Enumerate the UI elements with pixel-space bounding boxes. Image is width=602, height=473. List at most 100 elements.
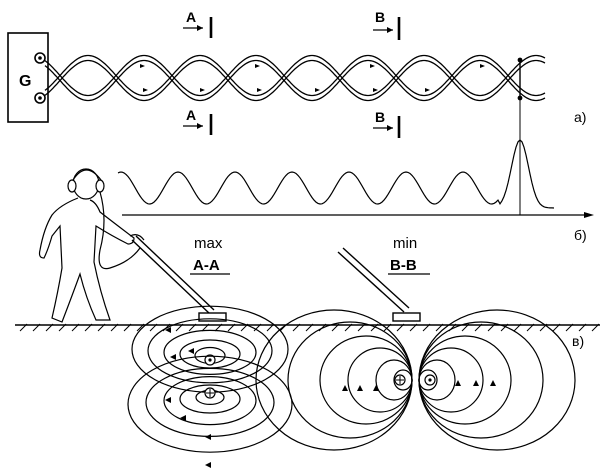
wire-b-edge: [44, 59, 546, 102]
max-section-label: A-A: [193, 257, 220, 274]
hatch-mark: [84, 323, 93, 332]
ground-hatching: [19, 323, 600, 332]
receiver-coil-min: [392, 312, 421, 322]
section-a-bottom-letter: A: [186, 107, 196, 123]
field-lines-max: [127, 305, 293, 468]
field-arrow: [170, 354, 176, 360]
field-line: [418, 309, 576, 451]
hatch-mark: [552, 323, 561, 332]
field-arrow: [455, 380, 461, 386]
field-line: [393, 369, 413, 391]
headphone-cable: [98, 191, 141, 270]
hatch-mark: [97, 323, 106, 332]
field-arrow: [165, 327, 171, 333]
wire-b-edge: [44, 54, 546, 97]
hatch-mark: [565, 323, 574, 332]
field-line: [147, 318, 273, 384]
section-a-top-letter: A: [186, 9, 196, 25]
hatch-mark: [58, 323, 67, 332]
generator-terminal-bottom: [34, 92, 46, 104]
current-arrow: [425, 88, 430, 92]
hatch-mark: [461, 323, 470, 332]
hatch-mark: [19, 323, 28, 332]
fault-point-bottom: [517, 95, 523, 101]
field-arrow: [205, 462, 211, 468]
hatch-mark: [435, 323, 444, 332]
receiver-coil-max: [198, 312, 227, 322]
part-c-field-measurement: max A-A min B-B в): [15, 168, 600, 468]
hatch-mark: [409, 323, 418, 332]
hatch-mark: [370, 323, 379, 332]
field-arrow: [490, 380, 496, 386]
field-arrow: [357, 385, 363, 391]
part-c-label: в): [572, 333, 584, 349]
current-arrow: [200, 88, 205, 92]
hatch-mark: [396, 323, 405, 332]
field-line: [179, 384, 241, 414]
field-arrow: [373, 385, 379, 391]
hatch-mark: [201, 323, 210, 332]
hatch-mark: [32, 323, 41, 332]
current-arrow: [315, 88, 320, 92]
field-line: [145, 367, 275, 437]
hatch-mark: [253, 323, 262, 332]
field-line: [163, 329, 257, 375]
hatch-mark: [526, 323, 535, 332]
field-arrow: [165, 397, 171, 403]
hatch-mark: [123, 323, 132, 332]
field-arrow: [180, 415, 186, 421]
hatch-mark: [45, 323, 54, 332]
current-arrow: [257, 88, 262, 92]
min-word: min: [393, 235, 417, 252]
conductor-dot: [208, 358, 212, 362]
hatch-mark: [266, 323, 275, 332]
hatch-mark: [149, 323, 158, 332]
operator-body: [38, 197, 135, 323]
field-line: [127, 355, 293, 453]
generator-terminal-top: [34, 52, 46, 64]
field-lines-min: [255, 309, 576, 451]
current-arrow: [255, 64, 260, 68]
section-b-bottom-letter: B: [375, 109, 385, 125]
operator-figure: [38, 168, 215, 323]
min-section-label: B-B: [390, 257, 417, 274]
probe-min: [337, 247, 421, 322]
hatch-mark: [331, 323, 340, 332]
hatch-mark: [500, 323, 509, 332]
wire-a-edge: [44, 59, 546, 102]
twisted-pair-wires: [44, 54, 546, 102]
hatch-mark: [292, 323, 301, 332]
section-b-top-marker: B: [373, 9, 401, 40]
signal-curve: [117, 139, 555, 209]
current-arrow: [143, 88, 148, 92]
hatch-mark: [578, 323, 587, 332]
max-word: max: [194, 235, 223, 252]
probe-rod: [131, 239, 211, 315]
hatch-mark: [474, 323, 483, 332]
conductor-dot: [428, 378, 432, 382]
wire-a-edge: [44, 54, 546, 97]
section-b-bottom-marker: B: [373, 109, 401, 138]
field-arrow: [342, 385, 348, 391]
hatch-mark: [305, 323, 314, 332]
current-arrow: [140, 64, 145, 68]
hatch-mark: [513, 323, 522, 332]
hatch-mark: [175, 323, 184, 332]
hatch-mark: [214, 323, 223, 332]
part-b-label: б): [574, 227, 587, 243]
hatch-mark: [71, 323, 80, 332]
hatch-mark: [487, 323, 496, 332]
hatch-mark: [110, 323, 119, 332]
current-arrow: [370, 64, 375, 68]
part-a-label: а): [574, 109, 586, 125]
hatch-mark: [227, 323, 236, 332]
field-line: [255, 309, 413, 451]
field-arrow: [473, 380, 479, 386]
field-arrow: [188, 348, 194, 354]
current-arrow: [480, 64, 485, 68]
hatch-mark: [344, 323, 353, 332]
section-a-bottom-marker: A: [183, 107, 213, 135]
current-arrow: [373, 88, 378, 92]
